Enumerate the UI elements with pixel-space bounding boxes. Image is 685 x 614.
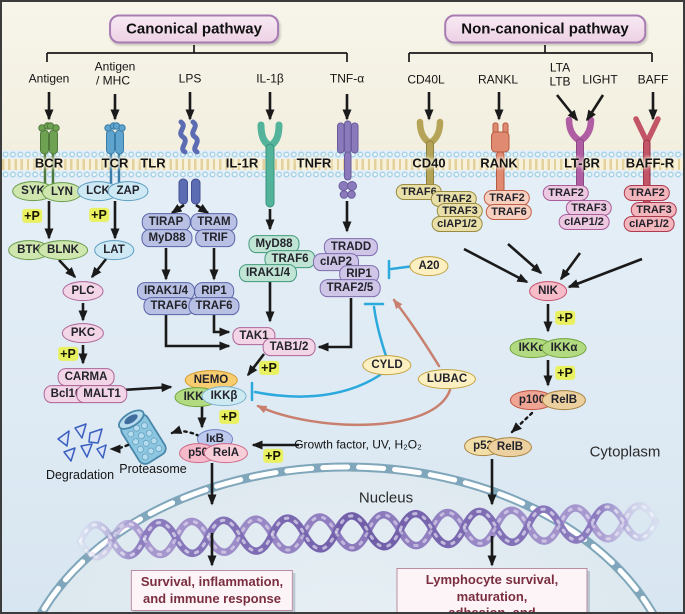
nucleus-label: Nucleus [358,489,414,507]
protein-baffr-traf2: TRAF2 [623,184,671,202]
noncanonical-outcome-box: Lymphocyte survival, maturation, adhesio… [396,568,588,614]
degradation-fragments-icon [57,423,107,462]
protein-baffr-traf3: TRAF3 [630,201,678,219]
ligand-cd40l: CD40L [407,72,445,87]
receptor-label-tnfr: TNFR [296,155,332,171]
protein-relb-1: RelB [541,390,587,410]
membrane-lipid-core [2,159,683,170]
noncanonical-pathway-header: Non-canonical pathway [444,14,646,44]
receptor-label-ltbr: LT-βR [564,155,600,171]
ligand-antigen-mhc-line2: / MHC [96,73,130,88]
protein-rela: RelA [203,443,249,463]
protein-relb-2: RelB [487,437,533,457]
cytoplasm-label: Cytoplasm [589,443,661,461]
protein-malt1: MALT1 [76,385,128,403]
protein-carma: CARMA [57,368,115,386]
ligand-antigen: Antigen [28,71,70,86]
phospho-label-ikk: +P [219,409,239,425]
protein-tirap: TIRAP [141,213,191,231]
protein-cd40-ciap12: cIAP1/2 [431,215,483,233]
noncanonical-outcome-line2: adhesion, and lymphopoiesis [448,605,536,614]
proteasome-label: Proteasome [119,462,187,476]
protein-cyld: CYLD [362,355,412,375]
canonical-outcome-line2: and immune response [143,590,281,606]
protein-ltbr-ciap12: cIAP1/2 [558,213,610,231]
receptor-label-rank: RANK [480,155,518,171]
receptor-label-cd40: CD40 [412,155,446,171]
receptor-label-baffr: BAFF-R [625,155,675,171]
protein-baffr-ciap12: cIAP1/2 [623,215,675,233]
membrane-outer-leaflet [2,150,683,159]
tlr-receptor-icon [178,119,201,205]
protein-rank-traf6: TRAF6 [485,203,533,221]
il1r-receptor-icon [257,121,283,208]
dna-helix-icon [76,502,660,561]
protein-cd40-traf6: TRAF6 [395,183,443,201]
protein-lubac: LUBAC [417,369,477,389]
ligand-tnfa: TNF-α [329,71,365,86]
phospho-label-ikka: +P [555,365,575,381]
protein-nik: NIK [529,281,567,301]
ligand-ltb: LTB [549,74,571,89]
protein-myd88-tlr: MyD88 [141,229,193,247]
protein-plc: PLC [62,281,104,301]
protein-traf6-tlr-2: TRAF6 [188,297,240,315]
tnfr-receptor-icon [337,120,359,199]
canonical-pathway-header: Canonical pathway [109,14,279,44]
protein-traf6-tlr-1: TRAF6 [143,297,195,315]
protein-blnk: BLNK [38,240,88,260]
inhibition-lines [250,259,416,402]
growth-stimuli-label: Growth factor, UV, H₂O₂ [294,437,422,452]
receptor-label-tlr: TLR [140,155,166,171]
protein-cd40-traf3: TRAF3 [436,202,484,220]
protein-irak14-il1r: IRAK1/4 [238,264,298,282]
protein-traf25: TRAF2/5 [319,279,381,297]
ligand-antigen-mhc-line1: Antigen [94,59,136,74]
phospho-label-bcr: +P [22,208,42,224]
receptor-label-tcr: TCR [101,155,129,171]
protein-tram: TRAM [190,213,238,231]
ligand-baff: BAFF [637,72,669,87]
lubac-arrows [256,298,452,427]
canonical-outcome-box: Survival, inflammation, and immune respo… [130,570,294,612]
protein-trif: TRIF [195,229,235,247]
proteasome-icon [118,409,167,465]
ligand-lps: LPS [178,71,202,86]
membrane-inner-leaflet [2,170,683,179]
pathway-brackets [46,45,653,62]
phospho-label-tcr: +P [89,207,109,223]
protein-lat: LAT [94,240,134,260]
protein-ikka-noncanonical-2: IKKα [541,338,587,358]
protein-rank-traf2: TRAF2 [483,189,531,207]
protein-ikkb-canonical: IKKβ [201,386,247,406]
ligand-rankl: RANKL [477,72,519,87]
ligand-light: LIGHT [582,72,618,87]
protein-tab12: TAB1/2 [262,338,316,356]
phospho-label-growth: +P [263,448,283,464]
phospho-label-nik: +P [555,310,575,326]
protein-a20: A20 [409,256,449,276]
phospho-label-tak1: +P [259,360,279,376]
degradation-label: Degradation [45,468,115,482]
noncanonical-outcome-line1: Lymphocyte survival, maturation, [425,572,559,604]
receptor-label-il1r: IL-1R [225,155,259,171]
receptor-label-bcr: BCR [34,155,64,171]
protein-zap: ZAP [107,181,149,201]
phospho-label-pkc: +P [58,346,78,362]
canonical-outcome-line1: Survival, inflammation, [140,574,284,589]
activation-arrows [44,92,658,567]
protein-pkc: PKC [61,323,105,343]
protein-ltbr-traf2: TRAF2 [542,184,590,202]
dotted-arrows [109,411,534,454]
protein-lyn: LYN [42,182,82,202]
ligand-il1b: IL-1β [256,71,284,86]
ligand-lta: LTA [549,60,571,75]
